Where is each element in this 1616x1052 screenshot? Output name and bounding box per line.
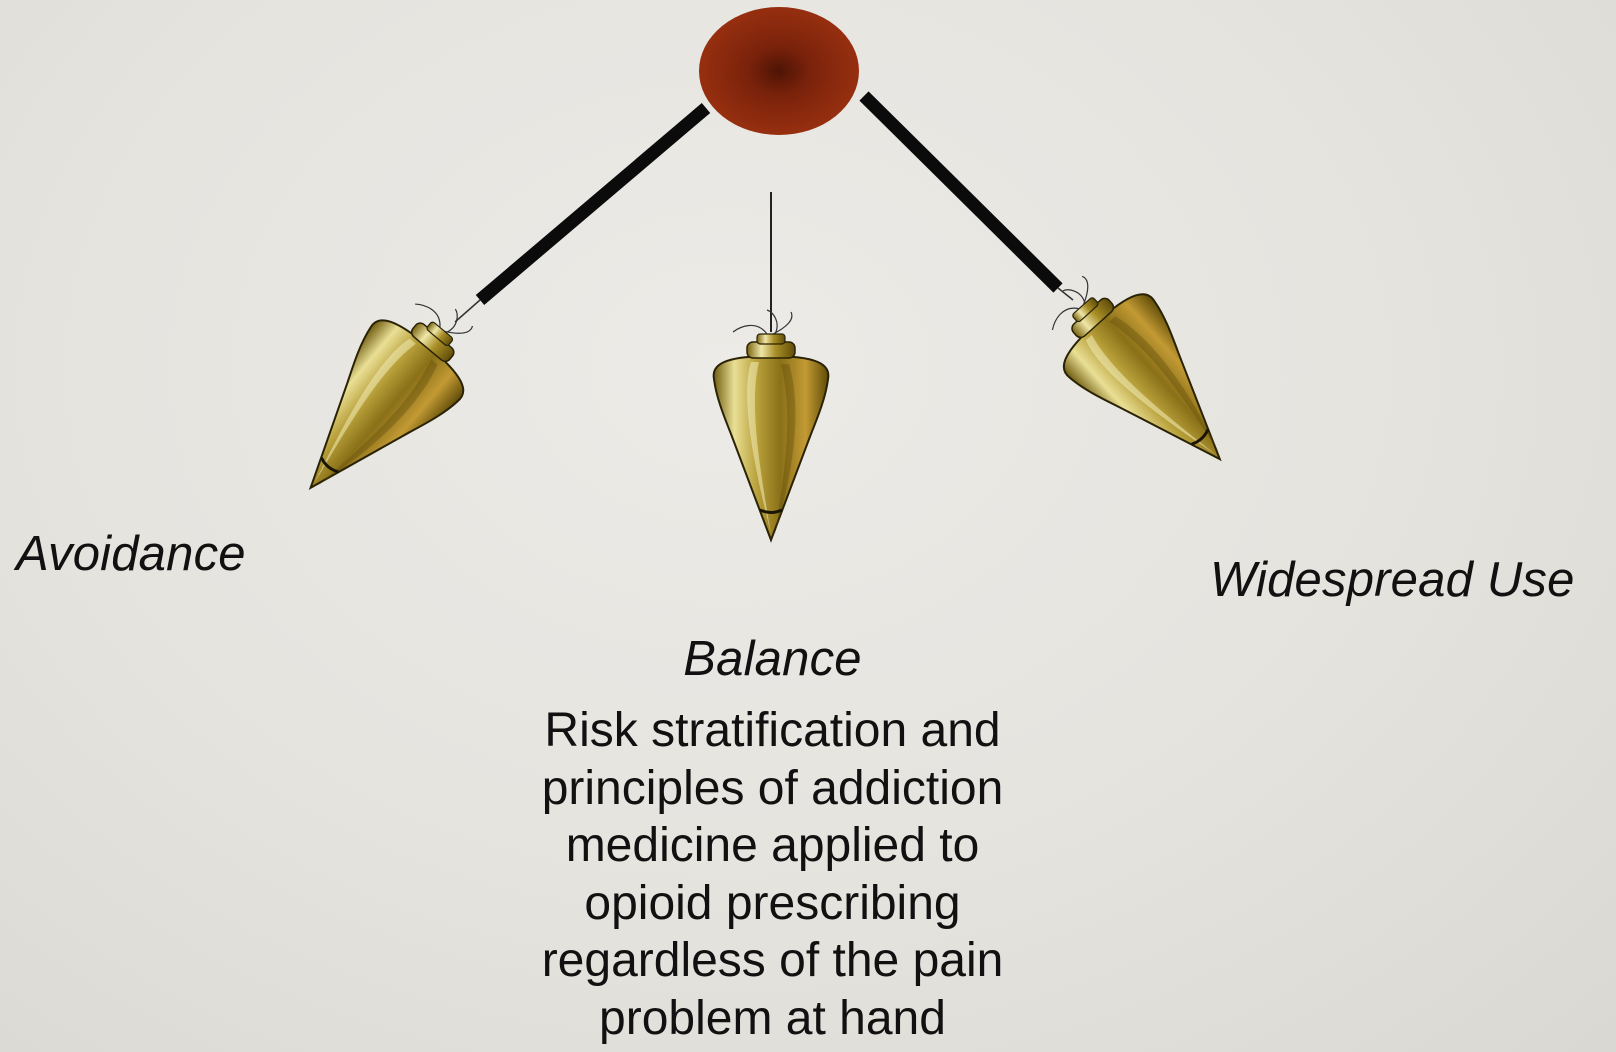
balance-description: Risk stratification and principles of ad… xyxy=(500,702,1045,1047)
balance-label: Balance xyxy=(0,635,1545,684)
plumb-bob-icon xyxy=(1023,250,1262,498)
pivot-ball-icon xyxy=(699,7,859,135)
right-arm xyxy=(864,96,1058,288)
plumb-bob-icon xyxy=(714,310,829,540)
avoidance-label: Avoidance xyxy=(16,530,246,579)
left-arm xyxy=(480,108,706,300)
widespread-use-label: Widespread Use xyxy=(1210,556,1575,605)
left-string xyxy=(455,300,480,322)
